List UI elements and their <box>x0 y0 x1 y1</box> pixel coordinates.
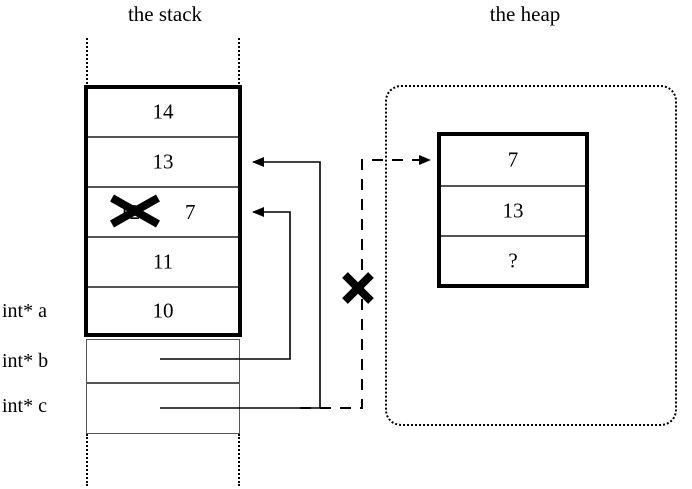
heap-cell-1-value: 13 <box>502 198 524 223</box>
variable-label-b: int* b <box>2 350 49 372</box>
heap-cell-0-value: 7 <box>507 147 519 172</box>
stack-cell-0: 14 <box>86 87 240 137</box>
stack-cell-2-new-value: 7 <box>185 200 196 224</box>
stack-boundary-line-top-left <box>86 38 88 88</box>
heap-cell-0: 7 <box>439 134 587 186</box>
stack-boundary-line-top-right <box>238 38 240 88</box>
variable-label-a: int* a <box>2 300 47 322</box>
heap-cell-2: ? <box>439 236 587 286</box>
stack-cell-3-value: 11 <box>152 249 174 274</box>
heap-cell-1: 13 <box>439 186 587 236</box>
stack-cell-4-value: 10 <box>152 298 174 323</box>
stack-cell-4: 10 <box>86 287 240 335</box>
stack-cell-0-value: 14 <box>152 99 174 124</box>
stack-cell-2-old-value: 12 <box>119 200 140 224</box>
stack-boundary-line-bottom-left <box>86 434 88 486</box>
stack-pointer-cell-b <box>86 339 240 383</box>
variable-label-c: int* c <box>2 395 47 417</box>
stack-cell-3: 11 <box>86 237 240 287</box>
heap-cell-2-value: ? <box>508 248 518 273</box>
stack-pointer-cell-c <box>86 383 240 434</box>
stack-boundary-line-bottom-right <box>238 434 240 486</box>
heap-region-title: the heap <box>489 2 561 26</box>
stack-region-title: the stack <box>127 2 203 26</box>
stack-cell-1-value: 13 <box>152 149 174 174</box>
stack-cell-1: 13 <box>86 137 240 187</box>
stack-cell-2: 12 7 <box>86 187 240 237</box>
x-mark-broken-pointer <box>342 272 374 304</box>
